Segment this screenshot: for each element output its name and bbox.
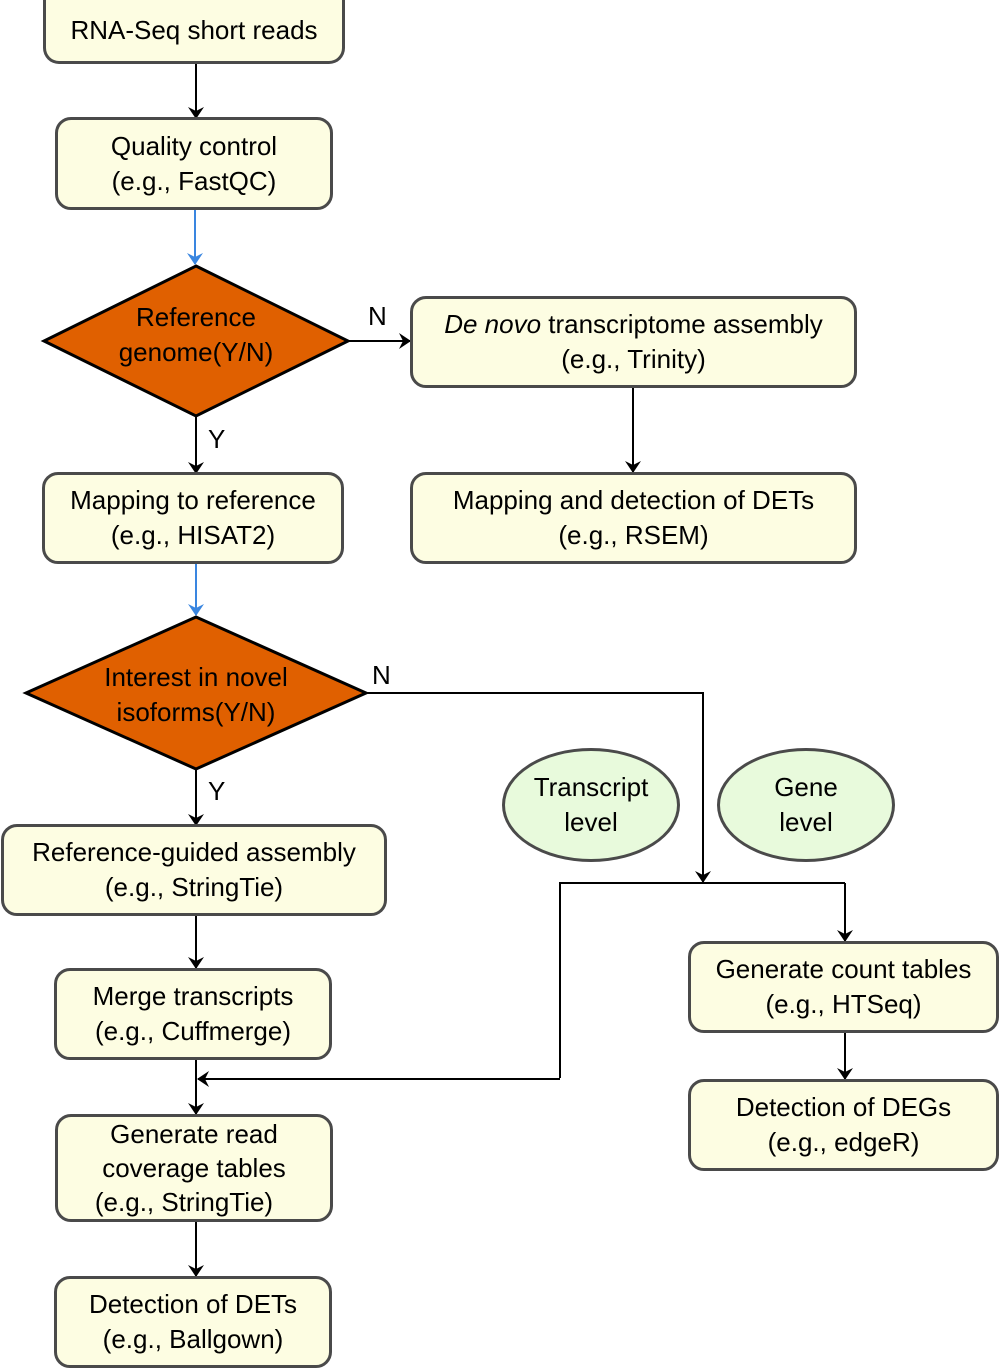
detection-of-dets-box: Detection of DETs (e.g., Ballgown)	[54, 1276, 332, 1368]
quality-control-box: Quality control (e.g., FastQC)	[55, 117, 333, 210]
denovo-title: De novo transcriptome assembly	[444, 307, 823, 342]
novel-isoforms-decision: Interest in novel isoforms(Y/N)	[26, 660, 366, 730]
iso-decision-line1: Interest in novel	[104, 662, 288, 692]
split-line	[559, 882, 845, 1078]
transcript-level-line1: Transcript	[533, 772, 649, 802]
transcript-level-ellipse: Transcript level	[502, 748, 680, 862]
reference-genome-decision: Reference genome(Y/N)	[44, 300, 348, 370]
rnaseq-short-reads-box: RNA-Seq short reads	[43, 0, 345, 64]
gene-level-line1: Gene	[774, 772, 838, 802]
merge-transcripts-box: Merge transcripts (e.g., Cuffmerge)	[54, 968, 332, 1060]
coverage-line2: coverage tables	[102, 1153, 286, 1183]
merge-title: Merge transcripts	[92, 981, 294, 1011]
isoform-no-label: N	[372, 660, 391, 690]
dets-title: Detection of DETs	[88, 1289, 298, 1319]
degs-tool: (e.g., edgeR)	[767, 1127, 920, 1157]
count-title: Generate count tables	[715, 954, 972, 984]
gene-level-ellipse: Gene level	[717, 748, 895, 862]
qc-tool: (e.g., FastQC)	[111, 165, 277, 196]
iso-decision-line2: isoforms(Y/N)	[116, 697, 276, 727]
mapping-tool: (e.g., HISAT2)	[110, 520, 276, 550]
degs-title: Detection of DEGs	[735, 1092, 952, 1122]
map-detect-dets-box: Mapping and detection of DETs (e.g., RSE…	[410, 472, 857, 564]
refguided-tool: (e.g., StringTie)	[104, 872, 284, 902]
merge-tool: (e.g., Cuffmerge)	[94, 1016, 292, 1046]
denovo-assembly-box: De novo transcriptome assembly (e.g., Tr…	[410, 296, 857, 388]
generate-count-tables-box: Generate count tables (e.g., HTSeq)	[688, 941, 999, 1033]
qc-title: Quality control	[110, 130, 278, 161]
isoform-yes-label: Y	[208, 776, 226, 806]
denovo-tool: (e.g., Trinity)	[561, 344, 706, 374]
count-tool: (e.g., HTSeq)	[765, 989, 922, 1019]
gene-level-line2: level	[779, 807, 833, 837]
read-coverage-tables-box: Generate read coverage tables (e.g., Str…	[55, 1114, 333, 1222]
denovo-rest: transcriptome assembly	[541, 309, 823, 339]
coverage-line1: Generate read	[110, 1119, 278, 1149]
mapping-to-reference-box: Mapping to reference (e.g., HISAT2)	[42, 472, 344, 564]
mapping-title: Mapping to reference	[70, 485, 316, 515]
reference-yes-label: Y	[208, 424, 226, 454]
map-detect-tool: (e.g., RSEM)	[558, 520, 709, 550]
map-detect-title: Mapping and detection of DETs	[452, 485, 815, 515]
reference-no-label: N	[368, 301, 387, 331]
rnaseq-label: RNA-Seq short reads	[70, 15, 318, 45]
arrow-isoform-no-to-split	[366, 692, 711, 883]
dets-tool: (e.g., Ballgown)	[102, 1324, 284, 1354]
denovo-italic: De novo	[444, 309, 542, 339]
transcript-level-line2: level	[564, 807, 618, 837]
refguided-title: Reference-guided assembly	[32, 837, 356, 867]
ref-decision-line2: genome(Y/N)	[118, 337, 274, 367]
coverage-tool: (e.g., StringTie)	[94, 1187, 274, 1217]
ref-decision-line1: Reference	[136, 302, 256, 332]
reference-guided-assembly-box: Reference-guided assembly (e.g., StringT…	[1, 824, 387, 916]
detection-of-degs-box: Detection of DEGs (e.g., edgeR)	[688, 1079, 999, 1171]
